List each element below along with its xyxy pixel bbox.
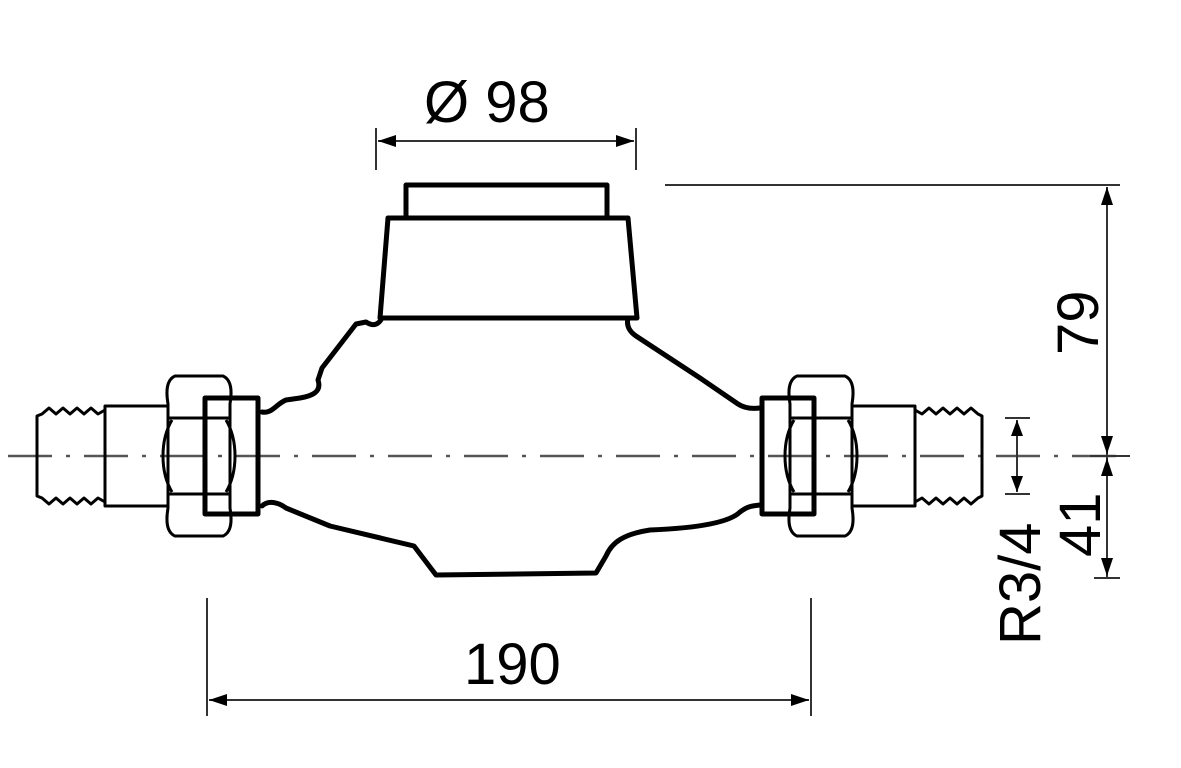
dim-height-above-label: 79: [1046, 290, 1111, 355]
register-body: [377, 215, 640, 321]
arrow-up-icon: [1101, 187, 1113, 205]
left-tailpiece: [103, 404, 170, 508]
right-thread: [914, 406, 984, 506]
arrow-right-icon-2: [791, 694, 809, 706]
arrow-left-icon: [378, 135, 396, 147]
arrow-down-icon-3: [1011, 476, 1023, 492]
arrow-down-icon: [1101, 436, 1113, 454]
body-upper-contour: [259, 315, 385, 415]
arrow-up-icon-3: [1011, 420, 1023, 436]
register-cap: [403, 182, 610, 221]
arrow-left-icon-2: [209, 694, 227, 706]
dim-height-below-label: 41: [1048, 492, 1113, 557]
body-lower-contour: [259, 499, 763, 578]
dim-thread-label: R3/4: [988, 522, 1053, 645]
arrow-up-icon-2: [1101, 458, 1113, 476]
left-nut-arc-2: [224, 419, 237, 493]
right-hex-nut: [787, 374, 855, 538]
right-tailpiece: [850, 404, 917, 508]
right-nut-arc: [783, 419, 796, 493]
dim-length-label: 190: [464, 632, 561, 697]
left-hex-nut: [165, 374, 233, 538]
arrow-right-icon: [616, 135, 634, 147]
left-thread: [35, 406, 106, 506]
dim-diameter-label: Ø 98: [424, 70, 550, 135]
body-upper-contour-right: [625, 315, 763, 411]
arrow-down-icon-2: [1101, 558, 1113, 576]
